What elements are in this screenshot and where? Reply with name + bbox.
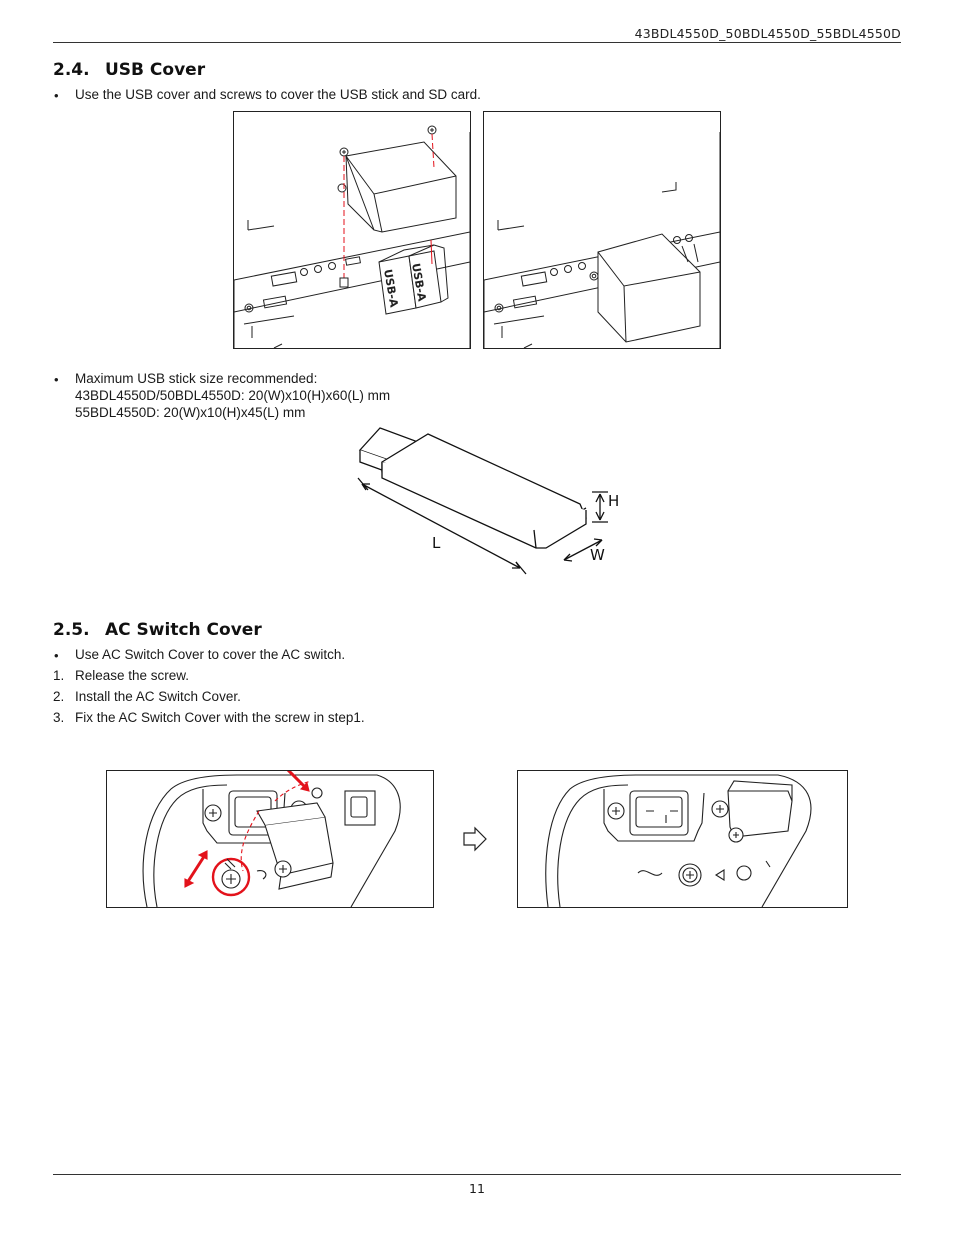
bullet-icon: • bbox=[54, 648, 59, 663]
step-text: Fix the AC Switch Cover with the screw i… bbox=[75, 710, 365, 725]
section-heading-usb-cover: 2.4. USB Cover bbox=[53, 60, 205, 80]
dimension-label-length: L bbox=[432, 534, 441, 552]
header-rule bbox=[53, 42, 901, 43]
dimension-label-height: H bbox=[608, 492, 619, 510]
step-text: Install the AC Switch Cover. bbox=[75, 689, 241, 704]
ac-switch-cover-installed-figure bbox=[517, 770, 848, 908]
usb-size-55: 55BDL4550D: 20(W)x10(H)x45(L) mm bbox=[75, 405, 306, 420]
usb-cover-instruction: Use the USB cover and screws to cover th… bbox=[75, 87, 481, 102]
ac-cover-instruction: Use AC Switch Cover to cover the AC swit… bbox=[75, 647, 346, 662]
document-model-header: 43BDL4550D_50BDL4550D_55BDL4550D bbox=[634, 26, 901, 41]
footer-rule bbox=[53, 1174, 901, 1175]
next-step-arrow-icon bbox=[463, 826, 487, 852]
usb-size-43-50: 43BDL4550D/50BDL4550D: 20(W)x10(H)x60(L)… bbox=[75, 388, 391, 403]
section-heading-ac-switch-cover: 2.5. AC Switch Cover bbox=[53, 620, 262, 640]
usb-size-heading: Maximum USB stick size recommended: bbox=[75, 371, 318, 386]
usb-stick-dimension-drawing: H L W bbox=[357, 427, 619, 575]
section-title: AC Switch Cover bbox=[105, 620, 262, 640]
section-number: 2.5. bbox=[53, 620, 90, 640]
page-number: 11 bbox=[469, 1181, 485, 1196]
bullet-icon: • bbox=[54, 372, 59, 387]
section-number: 2.4. bbox=[53, 60, 90, 80]
ac-switch-cover-install-figure bbox=[106, 770, 434, 908]
step-number: 1. bbox=[53, 668, 65, 683]
step-number: 2. bbox=[53, 689, 65, 704]
dimension-label-width: W bbox=[590, 546, 605, 564]
step-number: 3. bbox=[53, 710, 65, 725]
usb-cover-installed-figure bbox=[483, 111, 721, 349]
usb-cover-install-figure: USB-A USB-A bbox=[233, 111, 471, 349]
section-title: USB Cover bbox=[105, 60, 206, 80]
bullet-icon: • bbox=[54, 88, 59, 103]
step-text: Release the screw. bbox=[75, 668, 190, 683]
